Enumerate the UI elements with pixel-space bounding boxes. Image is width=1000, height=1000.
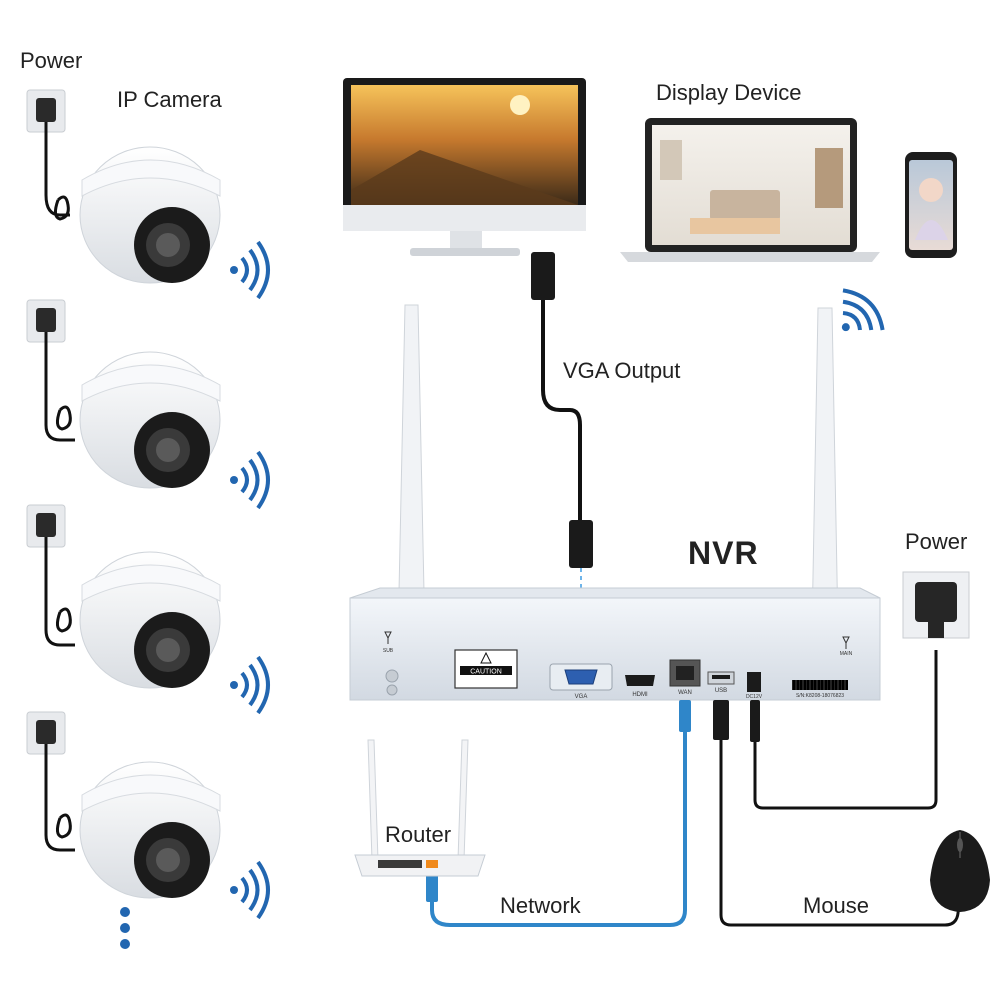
dc-port-label: DC12V [746,694,763,700]
network-cable [426,700,691,927]
vga-cable [531,252,593,672]
antenna-main-label: MAIN [840,651,853,657]
wifi-signal-icon [841,288,885,332]
laptop-icon [620,118,880,262]
camera-group-1 [26,89,221,284]
mouse-label: Mouse [803,893,870,918]
power-label-left: Power [20,48,83,73]
network-label: Network [500,893,581,918]
power-cord [44,744,75,852]
wifi-signal-icon [230,655,270,715]
camera-group-2 [26,299,221,489]
wan-port-label: WAN [678,690,692,696]
display-device-label: Display Device [656,80,802,105]
power-adapter-icon [902,571,970,639]
router-label: Router [385,822,452,847]
ip-camera-label: IP Camera [117,87,222,112]
wifi-signal-icon [230,240,270,300]
wifi-signal-icon [230,860,270,920]
wifi-signal-icon [230,450,270,510]
power-cord [44,537,75,647]
usb-port-label: USB [715,688,727,694]
caution-label: CAUTION [470,669,502,676]
mouse-cable [713,700,960,927]
vga-output-label: VGA Output [563,358,681,383]
more-cameras-ellipsis-icon [120,907,130,949]
mouse-icon [930,830,990,912]
vga-port-label: VGA [575,694,588,700]
nvr-label: NVR [688,535,759,571]
nvr-device: CAUTION VGA HDMI WAN USB DC12V S/N:K8208… [349,587,881,701]
antenna-sub-label: SUB [383,648,394,654]
nvr-power-cable [750,650,938,810]
hdmi-port-label: HDMI [632,692,648,698]
camera-group-3 [26,504,221,689]
power-label-right: Power [905,529,968,554]
power-cord [44,332,75,442]
monitor-icon [343,78,586,256]
camera-group-4 [26,711,221,899]
serial-number-label: S/N:K8208-18076823 [796,693,844,699]
router-icon [354,739,486,877]
smartphone-icon [905,152,957,258]
power-cord [44,122,70,217]
